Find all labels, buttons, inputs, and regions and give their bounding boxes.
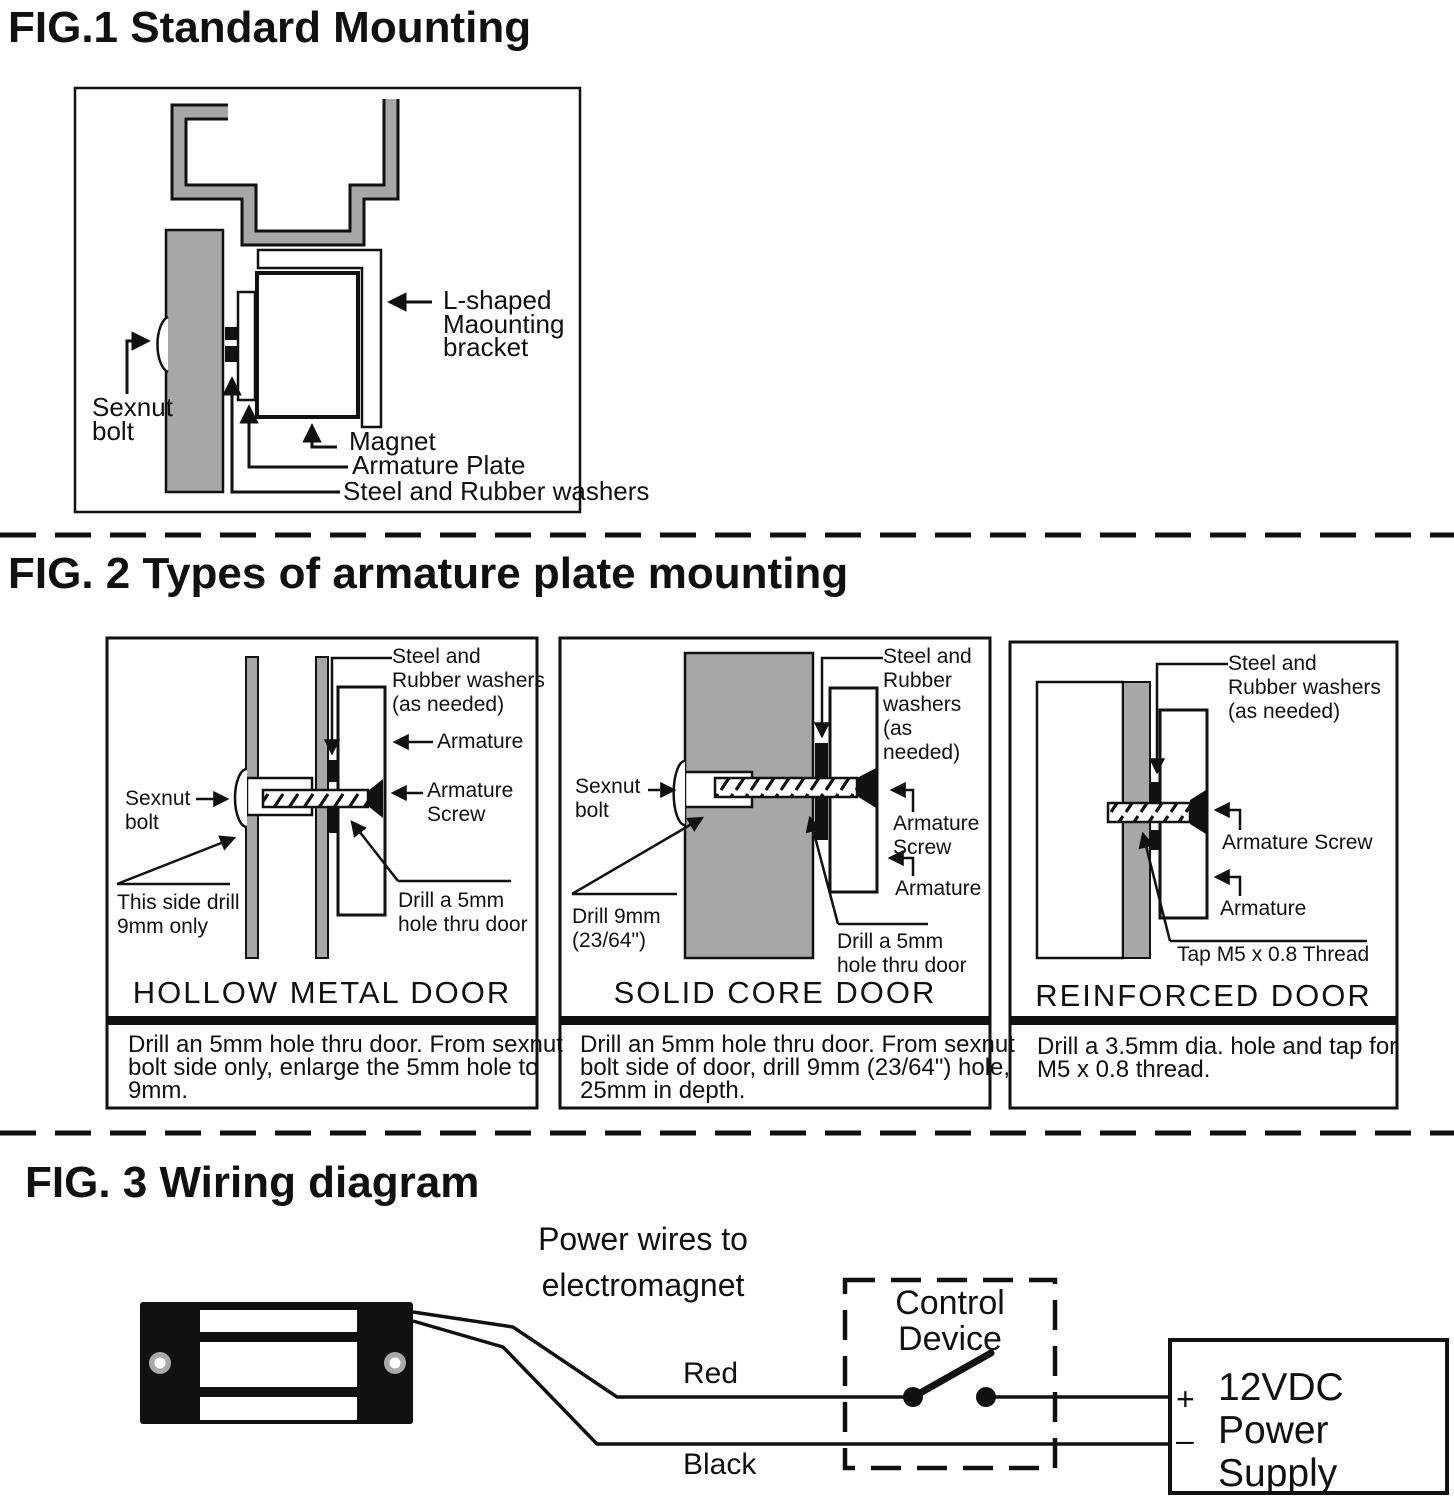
label-red-wire: Red [683,1357,739,1390]
p2-label-washers: Steel and Rubber washers (as needed) [883,645,972,764]
label-control-device: Control Device [895,1284,1005,1358]
p2-title: SOLID CORE DOOR [613,975,937,1010]
panel-reinforced-door [1008,640,1399,1110]
armature-plate [236,290,257,402]
p1-label-armature: Armature [437,730,524,753]
wires [412,1310,1170,1446]
label-sexnut-bolt: Sexnut bolt [92,392,173,446]
p1-label-washers: Steel and Rubber washers (as needed) [392,645,545,716]
label-black-wire: Black [683,1448,757,1481]
label-minus-terminal: – [1176,1422,1194,1458]
magnet-body [255,271,360,419]
p2-label-screw: Armature Screw [893,812,980,859]
fig1-drawing [73,86,582,514]
control-device-box [842,1277,1058,1471]
switch [903,1349,996,1407]
p1-label-screw: Armature Screw [427,779,514,826]
label-armature-plate: Armature Plate [352,450,526,480]
p2-label-armature: Armature [895,877,982,900]
label-power-supply: 12VDC Power Supply [1218,1366,1344,1495]
label-power-wires: Power wires to electromagnet [538,1221,748,1303]
washer-bottom [225,346,237,362]
fig2-title: FIG. 2 Types of armature plate mounting [8,549,849,598]
label-magnet: Magnet [349,426,436,456]
washer-bottom [1151,830,1161,850]
p1-note-side: This side drill 9mm only [117,891,240,938]
door-frame-channel [170,99,400,247]
p3-caption: Drill a 3.5mm dia. hole and tap for M5 x… [1037,1033,1398,1083]
washer-top [1151,782,1161,803]
black-wire [412,1319,1170,1446]
p3-label-armature: Armature [1220,897,1307,920]
magnet-slot-3 [200,1397,357,1420]
p1-title: HOLLOW METAL DOOR [132,975,512,1010]
panel1-leader-arrows [116,656,511,886]
p3-label-washers: Steel and Rubber washers (as needed) [1228,652,1381,723]
screw-shaft [1106,801,1192,824]
panel-hollow-metal-door [105,636,539,1110]
power-supply-box [1168,1338,1449,1495]
p3-note-tap: Tap M5 x 0.8 Thread [1177,943,1370,966]
door [164,228,225,494]
washer-top [225,327,237,340]
panel3-divider [1010,1016,1397,1025]
p3-label-screw: Armature Screw [1222,831,1373,854]
mounting-hole-right [384,1352,406,1374]
magnet-slot-2 [200,1342,357,1387]
panel-solid-core-door [558,636,992,1110]
screw-shaft [261,788,370,809]
p2-note-drill9: Drill 9mm (23/64") [572,905,661,952]
p2-caption: Drill an 5mm hole thru door. From sexnut… [580,1031,1015,1104]
sexnut-dome [233,767,248,829]
panel3-leader-arrows [1138,662,1367,943]
panel2-leader-arrows [571,656,928,926]
fig3-drawing [140,1277,1449,1495]
p1-caption: Drill an 5mm hole thru door. From sexnut… [128,1031,563,1104]
washer-bottom [327,808,338,833]
screw-head [1190,790,1206,834]
label-plus-terminal: + [1176,1381,1195,1417]
fig1-title: FIG.1 Standard Mounting [8,3,532,52]
washer-top [327,760,338,782]
fig1-leader-arrows [125,292,432,494]
mounting-hole-left [149,1352,171,1374]
screw-head [857,768,876,808]
p1-note-hole: Drill a 5mm hole thru door [398,889,528,936]
screw-head [368,779,383,818]
screw-shaft [713,776,859,799]
magnet-slot-1 [200,1310,357,1332]
l-bracket [256,248,383,429]
panel2-divider [560,1016,990,1025]
red-wire [412,1310,905,1399]
p2-label-sexnut: Sexnut bolt [575,775,641,822]
washer-top [815,743,828,777]
fig3-title: FIG. 3 Wiring diagram [25,1158,480,1207]
washer-bottom [815,798,828,840]
p1-label-sexnut: Sexnut bolt [125,787,191,834]
label-l-bracket: L-shaped Maounting bracket [443,285,565,362]
p3-title: REINFORCED DOOR [1035,978,1372,1013]
label-washers: Steel and Rubber washers [343,476,650,506]
p2-note-hole: Drill a 5mm hole thru door [837,930,967,977]
panel1-divider [107,1016,537,1025]
sexnut-dome [156,315,169,374]
